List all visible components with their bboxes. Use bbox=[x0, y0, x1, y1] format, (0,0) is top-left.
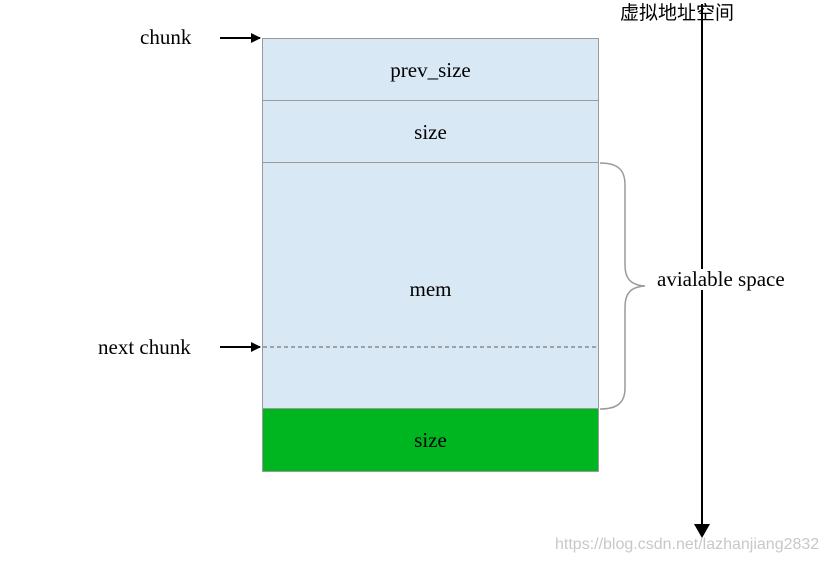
prev-size-label: prev_size bbox=[390, 57, 471, 82]
mem-label: mem bbox=[409, 277, 452, 301]
next-size-label: size bbox=[414, 427, 447, 452]
size-label: size bbox=[414, 119, 447, 144]
address-space-arrowhead bbox=[694, 524, 710, 538]
available-space-brace bbox=[599, 162, 646, 410]
next-chunk-pointer-label: next chunk bbox=[98, 335, 191, 359]
address-space-title: 虚拟地址空间 bbox=[620, 2, 735, 24]
next-size-field: size bbox=[262, 408, 599, 472]
mem-field: mem bbox=[262, 162, 599, 410]
watermark: https://blog.csdn.net/lazhanjiang2832 bbox=[555, 536, 820, 553]
prev-size-field: prev_size bbox=[262, 38, 599, 102]
chunk-pointer-label: chunk bbox=[140, 25, 192, 49]
available-space-label: avialable space bbox=[656, 267, 786, 291]
